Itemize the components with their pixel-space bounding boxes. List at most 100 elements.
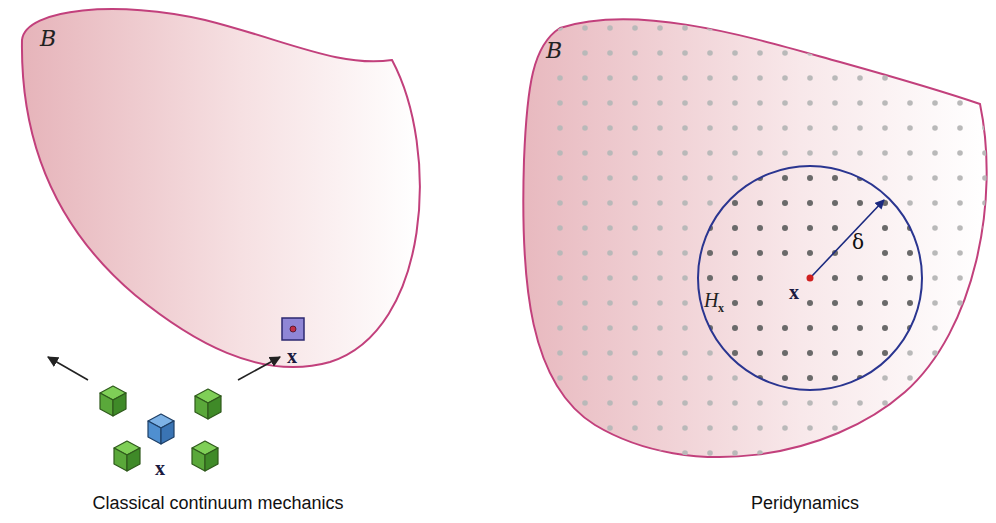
horizon-point <box>907 275 913 281</box>
grid-point <box>557 25 563 31</box>
grid-point <box>657 450 663 456</box>
grid-point <box>957 300 963 306</box>
grid-point <box>632 200 638 206</box>
grid-point <box>957 350 963 356</box>
grid-point <box>582 175 588 181</box>
grid-point <box>982 200 988 206</box>
horizon-point <box>732 250 738 256</box>
grid-point <box>807 100 813 106</box>
grid-point <box>957 325 963 331</box>
grid-point <box>657 125 663 131</box>
horizon-point <box>757 225 763 231</box>
grid-point <box>957 250 963 256</box>
grid-point <box>882 475 888 481</box>
grid-point <box>932 50 938 56</box>
grid-point <box>632 350 638 356</box>
grid-point <box>982 250 988 256</box>
horizon-point <box>882 350 888 356</box>
grid-point <box>632 275 638 281</box>
horizon-point <box>757 200 763 206</box>
grid-point <box>557 75 563 81</box>
grid-point <box>607 175 613 181</box>
grid-point <box>582 200 588 206</box>
grid-point <box>982 125 988 131</box>
grid-point <box>657 275 663 281</box>
grid-point <box>807 125 813 131</box>
grid-point <box>882 425 888 431</box>
grid-point <box>932 225 938 231</box>
horizon-radius <box>812 200 884 276</box>
horizon-point <box>832 350 838 356</box>
grid-point <box>832 475 838 481</box>
grid-point <box>907 350 913 356</box>
grid-point <box>982 150 988 156</box>
horizon-point <box>732 350 738 356</box>
horizon-point <box>782 225 788 231</box>
grid-point <box>582 300 588 306</box>
horizon-point <box>732 300 738 306</box>
horizon-point <box>782 350 788 356</box>
grid-point <box>557 175 563 181</box>
grid-point <box>607 450 613 456</box>
grid-point <box>757 400 763 406</box>
horizon-point <box>832 200 838 206</box>
grid-point <box>632 100 638 106</box>
grid-point <box>607 75 613 81</box>
grid-point <box>682 275 688 281</box>
grid-point <box>982 25 988 31</box>
grid-point <box>957 400 963 406</box>
horizon-subscript: x <box>718 302 724 314</box>
grid-point <box>657 50 663 56</box>
grid-point <box>657 300 663 306</box>
grid-point <box>957 225 963 231</box>
grid-point <box>757 425 763 431</box>
grid-point <box>857 100 863 106</box>
grid-point <box>557 125 563 131</box>
horizon-point <box>832 300 838 306</box>
grid-point <box>932 300 938 306</box>
grid-point <box>607 475 613 481</box>
horizon-point <box>857 325 863 331</box>
horizon-point <box>757 275 763 281</box>
grid-point <box>557 375 563 381</box>
grid-point <box>557 225 563 231</box>
horizon-point <box>857 275 863 281</box>
grid-point <box>607 275 613 281</box>
horizon-point <box>757 350 763 356</box>
grid-point <box>632 325 638 331</box>
grid-point <box>832 150 838 156</box>
grid-point <box>882 400 888 406</box>
grid-point <box>832 125 838 131</box>
grid-point <box>607 300 613 306</box>
grid-point <box>957 275 963 281</box>
grid-point <box>682 475 688 481</box>
grid-point <box>732 400 738 406</box>
grid-point <box>557 325 563 331</box>
grid-point <box>857 50 863 56</box>
grid-point <box>557 100 563 106</box>
grid-point <box>757 25 763 31</box>
grid-point <box>582 450 588 456</box>
grid-point <box>832 50 838 56</box>
grid-point <box>957 75 963 81</box>
grid-point <box>932 75 938 81</box>
grid-point <box>682 375 688 381</box>
horizon-point <box>907 300 913 306</box>
grid-point <box>732 375 738 381</box>
grid-point <box>607 100 613 106</box>
horizon-point <box>807 250 813 256</box>
grid-point <box>882 50 888 56</box>
grid-point <box>632 475 638 481</box>
continuum-body <box>22 9 420 367</box>
grid-point <box>632 225 638 231</box>
grid-point <box>932 150 938 156</box>
grid-point <box>707 200 713 206</box>
grid-point <box>882 75 888 81</box>
horizon-point <box>707 250 713 256</box>
grid-point <box>657 100 663 106</box>
grid-point <box>907 200 913 206</box>
grid-point <box>732 75 738 81</box>
grid-point <box>582 250 588 256</box>
grid-point <box>957 175 963 181</box>
